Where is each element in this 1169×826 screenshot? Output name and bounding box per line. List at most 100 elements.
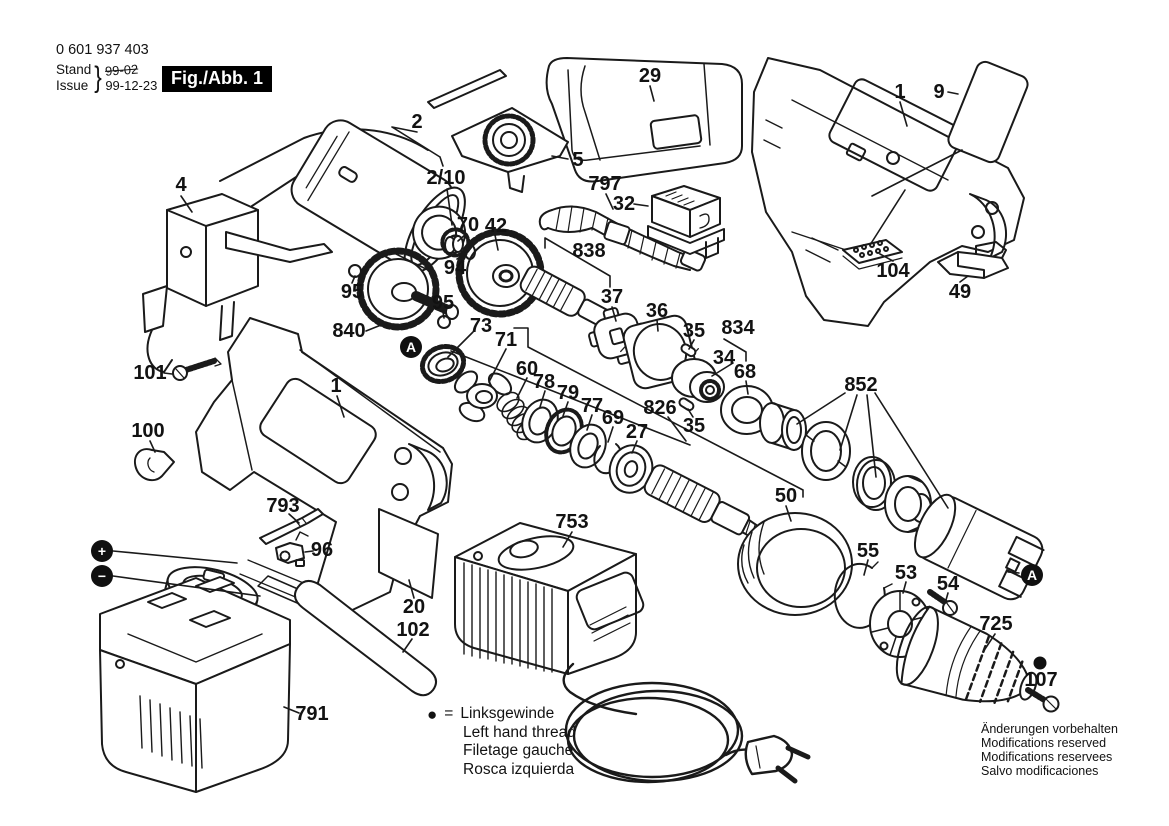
callout-104: 104 bbox=[876, 260, 910, 282]
detail-a-marker-chuck: A bbox=[1021, 564, 1043, 586]
part-screw-107 bbox=[1025, 687, 1060, 713]
part-contact-plate-104 bbox=[791, 231, 903, 270]
part-clutch-spring-50 bbox=[737, 512, 853, 616]
part-screw-54 bbox=[927, 589, 958, 616]
part-sleeve-852b bbox=[801, 421, 851, 481]
part-clip-49 bbox=[937, 241, 1009, 279]
figure-label: Fig./Abb. 1 bbox=[162, 66, 272, 92]
part-wire-bail-102 bbox=[293, 580, 438, 697]
part-spring-clip-100 bbox=[134, 448, 175, 482]
callout-68: 68 bbox=[733, 361, 757, 383]
part-screwdriver-bit-793 bbox=[259, 508, 324, 545]
callout-102: 102 bbox=[396, 619, 430, 641]
part-top-cover bbox=[545, 57, 743, 183]
part-bearing-27 bbox=[608, 444, 654, 494]
legend-line-de: Linksgewinde bbox=[460, 705, 555, 722]
legend-equals: = bbox=[444, 705, 454, 722]
callout-838: 838 bbox=[572, 240, 606, 262]
callout-791: 791 bbox=[295, 703, 329, 725]
callout-70: 70 bbox=[456, 214, 480, 236]
issue-value: 99-12-23 bbox=[105, 78, 158, 93]
callout-9: 9 bbox=[933, 81, 945, 103]
callout-20: 20 bbox=[402, 596, 426, 618]
note-es: Salvo modificaciones bbox=[981, 764, 1099, 778]
part-label-plate-9 bbox=[947, 60, 1029, 164]
document-number: 0 601 937 403 bbox=[56, 42, 149, 58]
callout-69: 69 bbox=[601, 407, 625, 429]
part-chuck-725 bbox=[895, 605, 1038, 704]
callout-36: 36 bbox=[645, 300, 669, 322]
callout-78: 78 bbox=[532, 371, 556, 393]
callout-54: 54 bbox=[936, 573, 960, 595]
callout-71: 71 bbox=[494, 329, 518, 351]
callout-95-left: 95 bbox=[340, 281, 364, 303]
callout-37: 37 bbox=[600, 286, 624, 308]
part-strap-797 bbox=[538, 205, 707, 272]
callout-2-10: 2/10 bbox=[426, 167, 466, 189]
issue-label: Issue bbox=[56, 78, 89, 93]
part-clutch-cam-37 bbox=[588, 307, 648, 365]
part-ring-94 bbox=[464, 244, 476, 260]
note-de: Änderungen vorbehalten bbox=[981, 722, 1118, 736]
part-insulation-plate-20 bbox=[378, 508, 439, 599]
callout-107: 107 bbox=[1024, 669, 1058, 691]
callout-101: 101 bbox=[133, 362, 167, 384]
detail-a-marker-gear: A bbox=[400, 336, 422, 358]
callout-753: 753 bbox=[555, 511, 589, 533]
callout-29: 29 bbox=[638, 65, 662, 87]
minus-polarity-marker: − bbox=[91, 565, 113, 587]
callout-77: 77 bbox=[580, 395, 604, 417]
left-hand-thread-dot-icon bbox=[1033, 656, 1047, 670]
note-fr: Modifications reservees bbox=[981, 750, 1113, 764]
callout-840: 840 bbox=[332, 320, 366, 342]
part-spring-clip-96 bbox=[275, 531, 309, 567]
revision-block: Stand Issue } 99-02 99-12-23 bbox=[56, 62, 157, 94]
callout-793: 793 bbox=[266, 495, 300, 517]
callout-4: 4 bbox=[175, 174, 187, 196]
legend-line-es: Rosca izquierda bbox=[463, 760, 575, 778]
part-clutch-carrier bbox=[913, 493, 1045, 601]
part-switch bbox=[142, 193, 333, 373]
callout-96: 96 bbox=[310, 539, 334, 561]
callout-100: 100 bbox=[131, 420, 165, 442]
callout-35-lower: 35 bbox=[682, 415, 706, 437]
part-bushing-70 bbox=[444, 235, 464, 254]
part-direction-switch-32 bbox=[647, 185, 725, 259]
callout-35-upper: 35 bbox=[682, 320, 706, 342]
callout-834: 834 bbox=[721, 317, 755, 339]
legend-line-en: Left hand thread bbox=[463, 723, 576, 741]
callout-94: 94 bbox=[443, 257, 467, 279]
callout-60: 60 bbox=[515, 358, 539, 380]
callout-50: 50 bbox=[774, 485, 798, 507]
legend-line-fr: Filetage gauche bbox=[463, 742, 574, 759]
part-ring-852c bbox=[852, 456, 896, 511]
callout-79: 79 bbox=[556, 382, 580, 404]
callout-49: 49 bbox=[948, 281, 972, 303]
part-gear-840 bbox=[356, 247, 459, 331]
callout-852: 852 bbox=[844, 374, 878, 396]
note-en: Modifications reserved bbox=[981, 736, 1107, 750]
callout-5: 5 bbox=[572, 149, 584, 171]
callout-1-handle: 1 bbox=[330, 375, 342, 397]
callout-725: 725 bbox=[979, 613, 1013, 635]
leader-lines bbox=[112, 85, 1020, 714]
part-ring-73 bbox=[419, 343, 467, 385]
part-selector-slide bbox=[427, 69, 569, 193]
callout-797: 797 bbox=[588, 173, 622, 195]
part-screw-101 bbox=[172, 357, 222, 381]
legend: ● = Linksgewinde Left hand thread Fileta… bbox=[427, 705, 576, 779]
stand-value: 99-02 bbox=[104, 61, 140, 79]
callout-826: 826 bbox=[643, 397, 677, 419]
plus-polarity-marker: + bbox=[91, 540, 113, 562]
part-bushing-852a bbox=[759, 402, 807, 451]
part-power-cord bbox=[562, 662, 811, 784]
part-battery-pack-791 bbox=[99, 576, 291, 793]
part-pin-35-lower bbox=[678, 397, 695, 412]
callout-95-right: 95 bbox=[431, 292, 455, 314]
part-wingnut-71 bbox=[453, 370, 513, 423]
legend-dot-icon: ● bbox=[427, 704, 438, 724]
callout-53: 53 bbox=[894, 562, 918, 584]
callout-55: 55 bbox=[856, 540, 880, 562]
